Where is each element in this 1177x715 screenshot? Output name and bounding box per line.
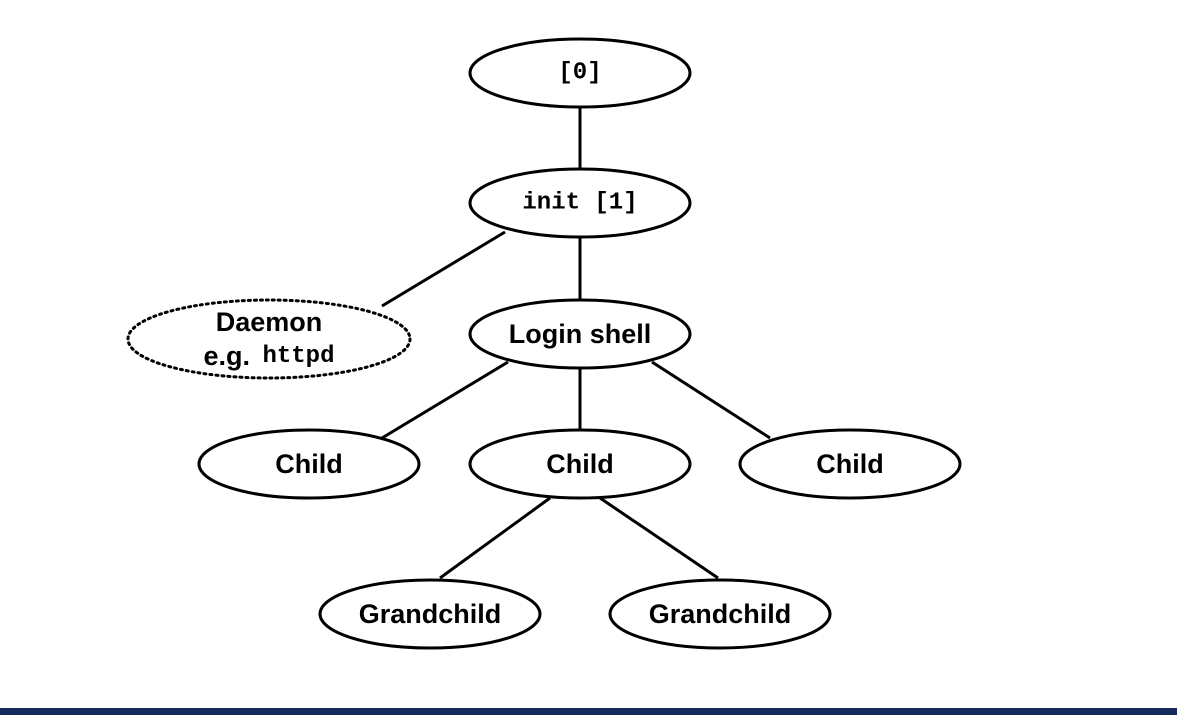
label-daemon-eg: e.g.: [204, 341, 251, 371]
node-grandchild-right: [608, 578, 832, 650]
node-child-mid: [468, 428, 692, 500]
node-grandchild-left: [318, 578, 542, 650]
edge-login-child-left: [381, 360, 509, 440]
label-child-left: Child: [275, 449, 343, 479]
node-login-shell: [468, 298, 692, 370]
edge-login-child-right: [651, 360, 771, 440]
edge-child-grandchild-right: [599, 496, 719, 580]
node-daemon: [126, 298, 412, 380]
label-daemon-example: e.g. httpd: [204, 341, 335, 371]
label-child-right: Child: [816, 449, 884, 479]
label-daemon: Daemon: [216, 307, 323, 337]
label-grandchild-right: Grandchild: [649, 599, 792, 629]
label-login-shell: Login shell: [509, 319, 652, 349]
label-init: init [1]: [522, 190, 637, 217]
edge-init-daemon: [381, 230, 506, 308]
edge-child-grandchild-left: [439, 496, 551, 580]
label-grandchild-left: Grandchild: [359, 599, 502, 629]
label-root: [0]: [558, 60, 601, 87]
label-child-mid: Child: [546, 449, 614, 479]
node-root: [468, 37, 692, 109]
node-child-left: [197, 428, 421, 500]
footer-bar: [0, 708, 1177, 715]
label-daemon-cmd: httpd: [262, 343, 334, 370]
node-init: [468, 167, 692, 239]
node-child-right: [738, 428, 962, 500]
